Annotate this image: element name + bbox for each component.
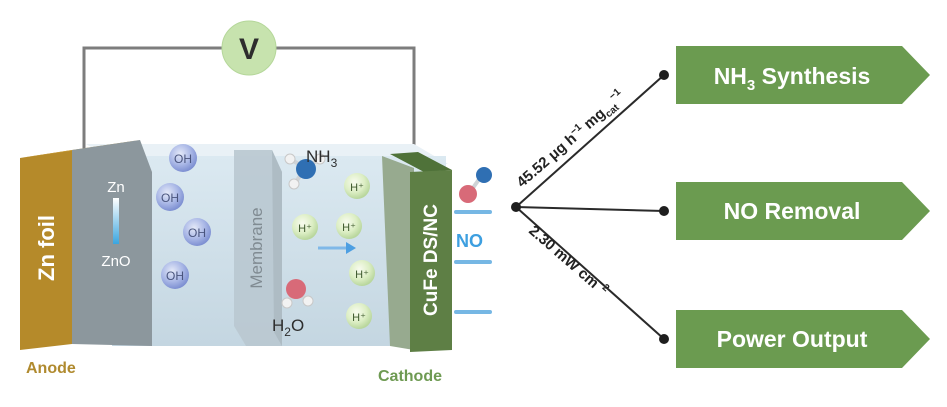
proton-ion bbox=[346, 303, 372, 329]
water-o-atom bbox=[286, 279, 306, 299]
membrane-label: Membrane bbox=[247, 207, 266, 288]
cathode-plate-front bbox=[410, 170, 452, 352]
reaction-arrow bbox=[113, 198, 119, 244]
branch-node-middle bbox=[659, 206, 669, 216]
branch-line-middle bbox=[515, 206, 665, 212]
hydroxide-ions: OH OH OH OH bbox=[156, 144, 211, 289]
ammonia-label: NH3 bbox=[306, 147, 338, 170]
hydroxide-ion bbox=[161, 261, 189, 289]
power-density-label: 2.30 mW cm−2 bbox=[525, 221, 611, 299]
proton-ion-label: H⁺ bbox=[350, 182, 364, 194]
membrane-panel bbox=[234, 150, 282, 346]
reaction-product: ZnO bbox=[101, 253, 130, 270]
anode-label: Anode bbox=[26, 360, 76, 377]
hydroxide-ion bbox=[156, 183, 184, 211]
branch-node-bottom bbox=[659, 334, 669, 344]
voltmeter-label: V bbox=[239, 33, 259, 66]
ammonia-h-atom bbox=[314, 153, 326, 165]
no-n-atom bbox=[476, 167, 492, 183]
water-h-atom bbox=[302, 295, 314, 307]
cathode-material-label: CuFe DS/NC bbox=[421, 204, 442, 316]
cathode-plate-top bbox=[390, 152, 452, 172]
anode-material-label: Zn foil bbox=[34, 215, 59, 281]
nitric-oxide-label: NO bbox=[456, 231, 483, 251]
hydroxide-ion-label: OH bbox=[188, 226, 206, 240]
hydroxide-ion-label: OH bbox=[174, 152, 192, 166]
branch-node bbox=[511, 202, 521, 212]
proton-ions: H⁺ H⁺ H⁺ H⁺ H⁺ bbox=[292, 173, 375, 329]
proton-ion bbox=[292, 214, 318, 240]
proton-ion-label: H⁺ bbox=[352, 312, 366, 324]
cathode-label: Cathode bbox=[378, 368, 442, 385]
branch-line-top bbox=[515, 74, 665, 208]
ammonia-molecule bbox=[284, 153, 326, 190]
anode-plate-gray bbox=[72, 140, 152, 346]
proton-ion bbox=[349, 260, 375, 286]
output-label-power-output: Power Output bbox=[717, 326, 868, 352]
proton-flow-arrowhead bbox=[346, 242, 356, 254]
output-box-no-removal bbox=[676, 182, 930, 240]
branch-line-bottom bbox=[515, 206, 665, 340]
hydroxide-ion-label: OH bbox=[166, 269, 184, 283]
ammonia-rate-label: 45.52 μg h−1 mgcat−1 bbox=[512, 86, 630, 193]
hydroxide-ion bbox=[183, 218, 211, 246]
output-label-no-removal: NO Removal bbox=[724, 198, 861, 224]
voltmeter-circle bbox=[221, 20, 277, 76]
hydroxide-ion-label: OH bbox=[161, 191, 179, 205]
ammonia-n-atom bbox=[296, 159, 316, 179]
proton-ion-label: H⁺ bbox=[298, 223, 312, 235]
nitric-oxide-molecule bbox=[459, 167, 492, 203]
output-label-nh3-synthesis: NH3 Synthesis bbox=[714, 63, 871, 94]
reaction-reactant: Zn bbox=[107, 179, 125, 196]
ammonia-h-atom bbox=[284, 153, 296, 165]
membrane-edge bbox=[272, 150, 282, 346]
ammonia-h-atom bbox=[288, 178, 300, 190]
hydroxide-ion bbox=[169, 144, 197, 172]
no-o-atom bbox=[459, 185, 477, 203]
water-molecule bbox=[281, 279, 314, 309]
anode-foil-front bbox=[20, 150, 72, 350]
cathode-plate-inner bbox=[382, 156, 414, 350]
proton-ion bbox=[344, 173, 370, 199]
branch-node-top bbox=[659, 70, 669, 80]
proton-ion bbox=[336, 213, 362, 239]
water-label: H2O bbox=[272, 316, 304, 339]
output-box-nh3-synthesis bbox=[676, 46, 930, 104]
voltmeter: V bbox=[221, 20, 277, 76]
water-h-atom bbox=[281, 297, 293, 309]
output-box-power-output bbox=[676, 310, 930, 368]
proton-ion-label: H⁺ bbox=[342, 222, 356, 234]
proton-ion-label: H⁺ bbox=[355, 269, 369, 281]
